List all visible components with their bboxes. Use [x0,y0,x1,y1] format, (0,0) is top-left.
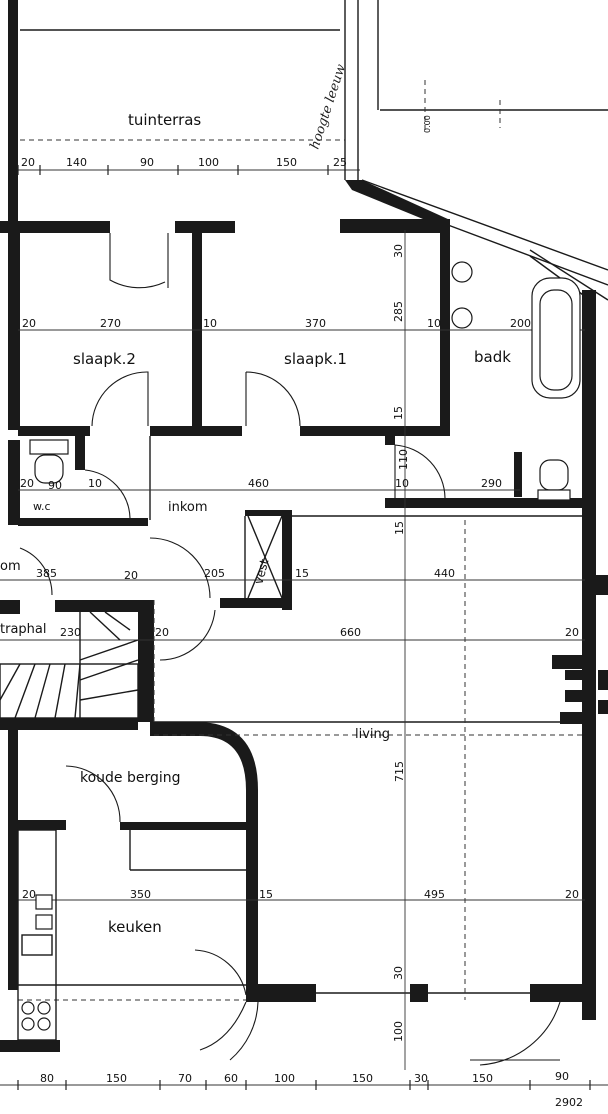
dim-label: 440 [434,567,455,580]
dim-label: 350 [130,888,151,901]
dim-label: 230 [60,626,81,639]
dim-label: 20 [22,888,36,901]
room-label-badk: badk [474,348,511,366]
room-label-wc: w.c [33,500,51,513]
dim-label: 30 [392,966,405,980]
room-label-inkom: inkom [168,500,208,515]
terrace-area [10,0,608,301]
room-label-traphal: traphal [0,622,46,637]
dim-label: 90 [48,479,62,492]
dim-label: 385 [36,567,57,580]
dim-label: 10 [427,317,441,330]
stove-burner [21,1017,35,1031]
room-label-living: living [355,727,390,742]
toilet [34,454,64,484]
dim-label: 30 [392,244,405,258]
stove-burner [21,1001,35,1015]
dim-label: 20 [124,569,138,582]
dim-label: 90 [555,1070,569,1083]
kitchen-counter [17,829,57,1041]
dim-label: 60 [224,1072,238,1085]
doors [19,233,561,1066]
dim-label: 15 [393,521,406,535]
walls [0,0,608,1052]
dimension-ticks [17,165,591,1090]
dim-label: 290 [481,477,502,490]
room-label-slaapk2: slaapk.2 [73,350,136,368]
level-mark: 0.00 [423,115,432,133]
stove-burner [37,1017,51,1031]
dim-label: 270 [100,317,121,330]
dim-label: 100 [392,1021,405,1042]
dim-label: 20 [21,156,35,169]
room-labels: tuinterras slaapk.2 slaapk.1 badk w.c in… [0,111,511,936]
dim-label: 20 [155,626,169,639]
toilet [539,459,569,491]
dim-label: 20 [565,888,579,901]
dim-label: 90 [140,156,154,169]
dim-label: 660 [340,626,361,639]
room-label-vest: vest [251,557,271,585]
sink [451,307,473,329]
dim-label: 15 [259,888,273,901]
dim-label: 15 [295,567,309,580]
dim-label: 460 [248,477,269,490]
dim-label: 285 [392,301,405,322]
dim-label: 150 [472,1072,493,1085]
dim-label: 10 [203,317,217,330]
dim-label: 200 [510,317,531,330]
dim-label: 150 [352,1072,373,1085]
dim-label: 15 [392,406,405,420]
dim-label: 100 [274,1072,295,1085]
dimension-labels: 20 140 90 100 150 25 20 270 10 370 10 20… [20,156,579,1085]
handwritten-note: hoogte leeuw [308,62,350,151]
room-label-tuinterras: tuinterras [128,111,201,129]
fixtures [17,261,581,1041]
dim-label: 30 [414,1072,428,1085]
room-label-keuken: keuken [108,918,162,936]
dim-label: 110 [397,449,410,470]
stove-burner [37,1001,51,1015]
dim-label: 140 [66,156,87,169]
dim-label: 100 [198,156,219,169]
dim-label: 715 [393,761,406,782]
sink [451,261,473,283]
dim-label: 80 [40,1072,54,1085]
dim-label: 25 [333,156,347,169]
dim-label: 370 [305,317,326,330]
room-label-om: om [0,559,21,574]
staircase [0,611,139,719]
dim-label: 10 [88,477,102,490]
sheet-number: 2902 [555,1096,583,1109]
dim-label: 150 [106,1072,127,1085]
dim-label: 150 [276,156,297,169]
dim-label: 495 [424,888,445,901]
room-label-koude-berging: koude berging [80,770,181,786]
dim-label: 70 [178,1072,192,1085]
dim-label: 205 [204,567,225,580]
dim-label: 10 [395,477,409,490]
dim-label: 20 [565,626,579,639]
dim-label: 20 [22,317,36,330]
room-label-slaapk1: slaapk.1 [284,350,347,368]
dim-label: 20 [20,477,34,490]
